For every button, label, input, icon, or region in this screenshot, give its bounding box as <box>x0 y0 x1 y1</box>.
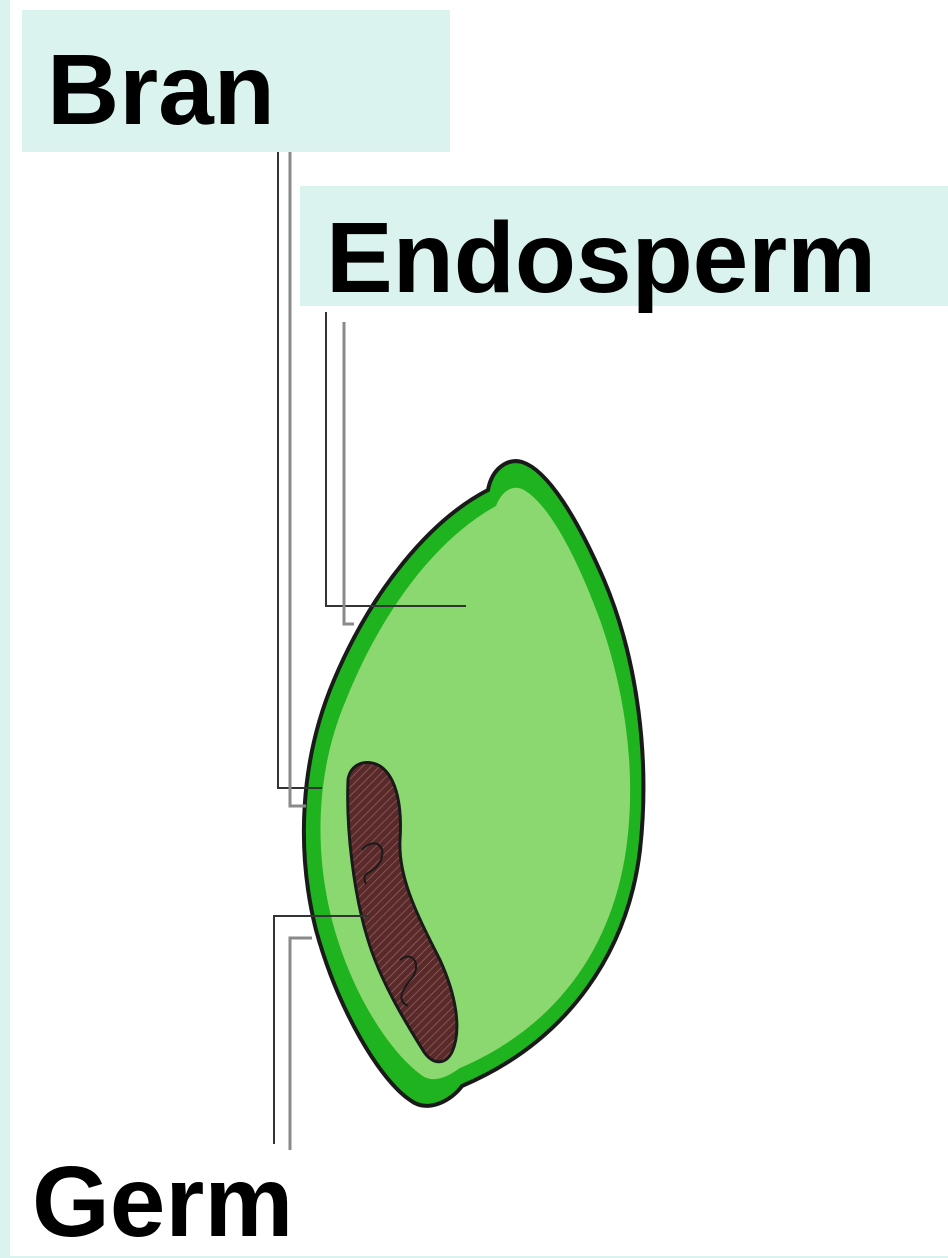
endosperm-leader-line-gray <box>344 322 354 624</box>
bran-leader-line-dark <box>278 152 322 788</box>
germ-leader-line-gray <box>290 938 312 1150</box>
bran-leader-line-gray <box>290 152 306 806</box>
